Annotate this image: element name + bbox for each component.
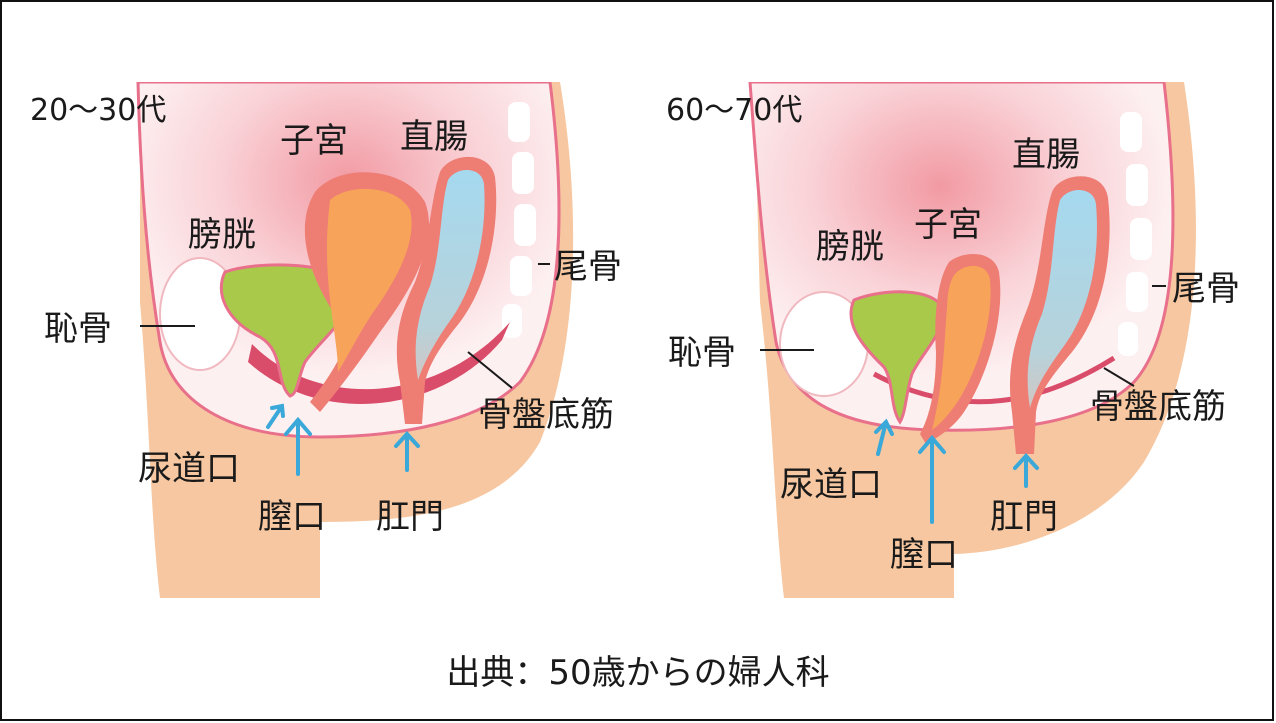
source-caption: 出典：50歳からの婦人科 [446, 653, 830, 693]
label-pelvic-floor: 骨盤底筋 [478, 395, 614, 435]
label-bladder: 膀胱 [816, 227, 884, 267]
pelvis-illustration-elderly: 60〜70代 直腸 子宮 膀胱 尾骨 恥骨 骨盤底筋 尿道口 肛門 膣口 [666, 82, 1240, 598]
label-urethral-opening: 尿道口 [780, 465, 882, 505]
age-label: 20〜30代 [30, 93, 166, 128]
sacrum-vertebrae [1118, 112, 1152, 356]
age-label: 60〜70代 [666, 93, 802, 128]
arrows-young [266, 403, 420, 476]
arrow-urethral [874, 418, 894, 456]
rectum-inner [1027, 189, 1097, 408]
label-anus: 肛門 [376, 497, 444, 537]
label-pubis: 恥骨 [44, 309, 112, 349]
label-bladder: 膀胱 [188, 215, 256, 255]
pelvic-floor-pointer [1103, 367, 1135, 387]
pelvic-floor-pointer [467, 351, 513, 389]
label-vaginal-opening: 膣口 [890, 535, 958, 575]
arrow-anal [1013, 453, 1039, 488]
uterus-inner [326, 188, 412, 372]
rectum-inner [415, 169, 485, 380]
diagram-panel-elderly: 60〜70代 直腸 子宮 膀胱 尾骨 恥骨 骨盤底筋 尿道口 肛門 膣口 [664, 82, 1272, 598]
arrow-vaginal [918, 434, 946, 524]
arrows-elderly [874, 418, 1039, 524]
label-rectum: 直腸 [400, 117, 468, 157]
arrow-urethral [266, 403, 285, 429]
diagram-panel-young: 20〜30代 子宮 直腸 膀胱 尾骨 恥骨 骨盤底筋 尿道口 膣口 肛門 [20, 82, 642, 598]
arrow-anal [394, 431, 420, 472]
label-urethral-opening: 尿道口 [138, 449, 240, 489]
pelvic-floor-muscle [248, 322, 510, 404]
label-uterus: 子宮 [280, 121, 348, 161]
label-pelvic-floor: 骨盤底筋 [1090, 387, 1226, 427]
label-rectum: 直腸 [1012, 135, 1080, 175]
bladder [849, 290, 945, 425]
pelvis-illustration-young: 20〜30代 子宮 直腸 膀胱 尾骨 恥骨 骨盤底筋 尿道口 膣口 肛門 [30, 82, 622, 598]
label-uterus: 子宮 [914, 205, 982, 245]
label-pubis: 恥骨 [668, 333, 736, 373]
uterus-inner [932, 265, 991, 430]
arrow-vaginal [284, 416, 312, 476]
label-anus: 肛門 [990, 497, 1058, 537]
sacrum-vertebrae [502, 102, 536, 338]
label-vaginal-opening: 膣口 [258, 497, 326, 537]
label-coccyx: 尾骨 [1172, 269, 1240, 309]
label-coccyx: 尾骨 [554, 247, 622, 287]
